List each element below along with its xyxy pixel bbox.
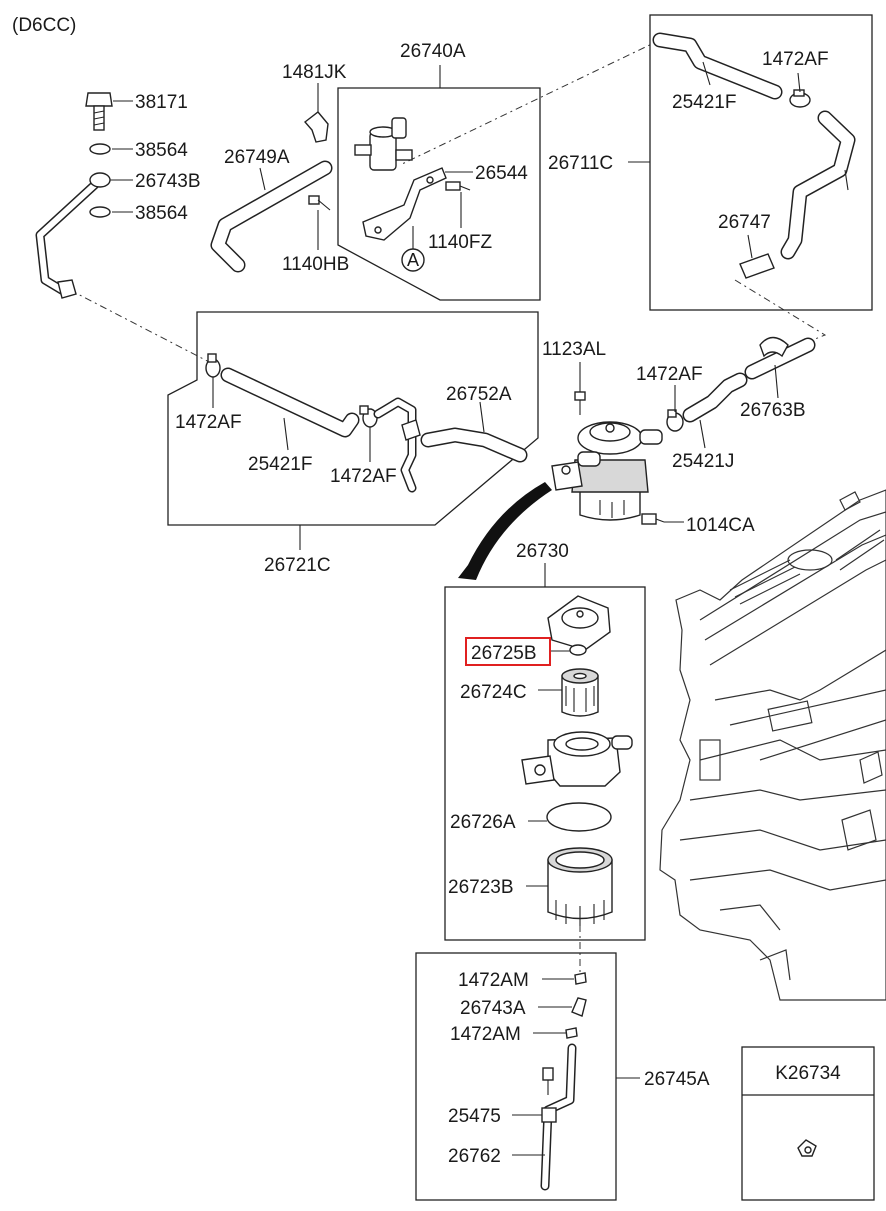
bolt-1123AL <box>574 391 586 415</box>
label-26763B: 26763B <box>740 400 806 421</box>
filter-housing <box>521 731 633 787</box>
engine-block <box>659 489 886 1001</box>
engine-code-label: (D6CC) <box>12 15 76 36</box>
clamp-1472AF-right <box>666 409 684 432</box>
bolt-38171 <box>85 92 113 131</box>
kit-box-K26734 <box>741 1046 875 1201</box>
valve-26740A <box>354 117 413 171</box>
label-1472AF-right: 1472AF <box>636 364 703 385</box>
label-38564-bottom: 38564 <box>135 203 188 224</box>
label-26762: 26762 <box>448 1146 501 1167</box>
clamp-1472AF-top <box>789 89 811 108</box>
gasket-26726A <box>546 802 612 832</box>
label-1472AF-left: 1472AF <box>175 412 242 433</box>
washer-38564-top <box>89 143 111 155</box>
o-ring-26725B <box>569 644 587 656</box>
clip-kit-icon <box>797 1139 817 1157</box>
clamp-1472AM-top <box>574 972 587 985</box>
pipe-26763B <box>744 336 816 380</box>
tube-26747 <box>739 253 775 279</box>
label-26724C: 26724C <box>460 682 527 703</box>
filter-cap <box>547 595 611 651</box>
pipe-26721C <box>373 397 421 493</box>
valve-25475 <box>541 1107 557 1123</box>
hose-25421J <box>682 372 748 423</box>
label-38171: 38171 <box>135 92 188 113</box>
label-26730: 26730 <box>516 541 569 562</box>
label-26743B: 26743B <box>135 171 201 192</box>
label-26740A: 26740A <box>400 41 466 62</box>
label-1481JK: 1481JK <box>282 62 347 83</box>
kit-title-label: K26734 <box>775 1063 841 1084</box>
bolt-1140HB <box>308 195 331 211</box>
group-box-26745A <box>415 952 617 1201</box>
ref-circle-A-label: A <box>407 250 419 270</box>
label-26752A: 26752A <box>446 384 512 405</box>
clip-1481JK <box>303 111 329 143</box>
label-26544: 26544 <box>475 163 528 184</box>
hose-26711C <box>780 110 856 260</box>
highlight-box-26725B <box>465 637 551 666</box>
label-38564-top: 38564 <box>135 140 188 161</box>
label-26743A: 26743A <box>460 998 526 1019</box>
label-26725B: 26725B <box>471 643 537 664</box>
drain-pipe-26762 <box>540 1043 577 1191</box>
hose-25421F-top <box>652 32 783 100</box>
label-1140FZ: 1140FZ <box>428 232 492 253</box>
bracket-26544 <box>362 167 447 241</box>
group-box-26721C <box>167 311 539 526</box>
label-26723B: 26723B <box>448 877 514 898</box>
hose-26749A <box>210 160 333 273</box>
bolt-1014CA <box>641 513 665 525</box>
label-1472AM-bottom: 1472AM <box>450 1024 521 1045</box>
label-1472AM-top: 1472AM <box>458 970 529 991</box>
label-25421J: 25421J <box>672 451 734 472</box>
label-25421F-mid: 25421F <box>248 454 312 475</box>
label-26726A: 26726A <box>450 812 516 833</box>
group-box-26740A <box>337 87 541 301</box>
hose-26743A <box>571 997 587 1017</box>
explode-arrow <box>458 482 552 580</box>
fuel-filter-assembly <box>551 421 663 521</box>
label-25421F-top: 25421F <box>672 92 736 113</box>
label-1472AF-mid: 1472AF <box>330 466 397 487</box>
filter-bowl-26723B <box>547 847 613 926</box>
part-labels: (D6CC) 38171 38564 26743B 38564 26749A 1… <box>12 15 841 1167</box>
label-26749A: 26749A <box>224 147 290 168</box>
label-26745A: 26745A <box>644 1069 710 1090</box>
bolt-1140FZ <box>445 181 471 191</box>
label-26711C: 26711C <box>548 153 613 174</box>
ref-circle-A: A <box>401 226 425 272</box>
label-25475: 25475 <box>448 1106 501 1127</box>
label-1472AF-top: 1472AF <box>762 49 829 70</box>
label-1140HB: 1140HB <box>282 254 349 275</box>
label-1123AL: 1123AL <box>542 339 606 360</box>
washer-38564-bottom <box>89 206 111 218</box>
label-26747: 26747 <box>718 212 771 233</box>
banjo-pipe-26743B <box>35 172 111 299</box>
leader-lines <box>110 61 801 1156</box>
clamp-1472AM-bottom <box>565 1027 578 1039</box>
label-1014CA: 1014CA <box>686 515 755 536</box>
filter-element-26724C <box>561 668 599 717</box>
hose-25421F-mid <box>220 367 360 438</box>
clamp-1472AF-left <box>205 353 221 378</box>
label-26721C: 26721C <box>264 555 331 576</box>
hose-26752A <box>420 427 528 463</box>
